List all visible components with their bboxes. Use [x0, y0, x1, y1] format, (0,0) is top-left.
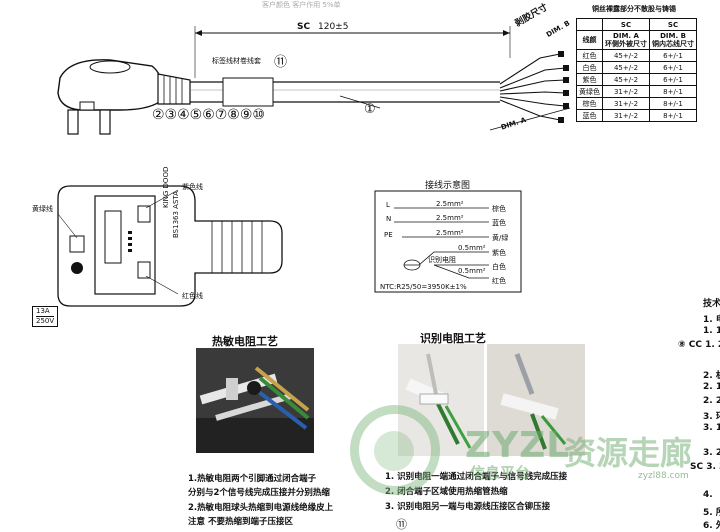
- rating-current: 13A: [36, 307, 50, 315]
- table-cell-a: 45+/-2: [602, 61, 650, 74]
- wire-size-pe: 2.5mm²: [436, 229, 464, 237]
- sleeve-label: 标签线材卷线套: [212, 57, 261, 65]
- table-cell-a: 31+/-2: [602, 97, 650, 110]
- wire-color-brown: 棕色: [492, 205, 506, 213]
- right-column-item: SC 3. 3: [690, 462, 720, 472]
- resistor-note-3: 3. 识别电阻另一端与电源线压接区合铆压接: [385, 502, 551, 512]
- thermistor-note-3: 2.热敏电阻球头热缩到电源线绝缘皮上: [188, 503, 334, 513]
- callout-1: ①: [364, 102, 376, 117]
- wire-color-white: 白色: [492, 263, 506, 271]
- wiring-diagram: [374, 190, 522, 293]
- table-cell-a: 45+/-2: [602, 49, 650, 62]
- wire-color-yellow-green: 黄/绿: [492, 234, 509, 242]
- table-cell-color: 紫色: [576, 73, 603, 86]
- thermistor-title: 热敏电阻工艺: [212, 335, 278, 348]
- table-cell-a: 31+/-2: [602, 109, 650, 122]
- resistor-note-1: 1. 识别电阻一端通过闭合端子与信号线完成压接: [385, 472, 568, 482]
- label-yellow-green-wire: 黄绿线: [32, 205, 53, 213]
- wire-color-blue: 蓝色: [492, 219, 506, 227]
- table-cell-a: 45+/-2: [602, 73, 650, 86]
- wire-color-purple: 紫色: [492, 249, 506, 257]
- wire-size-sensor-1: 0.5mm²: [458, 244, 486, 252]
- table-header-sc-b: SC: [649, 18, 697, 31]
- sensor-label: 识别电阻: [428, 256, 456, 264]
- table-cell-color: 黄绿色: [576, 85, 603, 98]
- watermark-cn-sub: 信息平台: [470, 464, 531, 482]
- right-column-item: 1. 1: [703, 326, 720, 336]
- wire-size-n: 2.5mm²: [436, 214, 464, 222]
- watermark-logo-core: [374, 431, 414, 471]
- right-column-item: 3. 1: [703, 423, 720, 433]
- faded-header-text: 客户颜色 客户作用 5%单: [262, 1, 341, 9]
- label-purple-wire: 紫色线: [182, 183, 203, 191]
- terminal-n: N: [386, 215, 392, 223]
- thermistor-note-4: 注意 不要热缩到端子压接区: [188, 517, 293, 527]
- right-column-item: 2. 1: [703, 382, 720, 392]
- table-cell-color: 棕色: [576, 97, 603, 110]
- right-column-item: 4.: [703, 490, 713, 500]
- terminal-pe: PE: [384, 231, 393, 239]
- right-column-item: 1. 电: [703, 315, 720, 325]
- right-column-item: 6. 外: [703, 521, 720, 531]
- table-header-sc-a: SC: [602, 18, 650, 31]
- thermistor-photo: [196, 348, 314, 453]
- plug-side-drawing: [57, 26, 571, 135]
- thermistor-note-2: 分别与2个信号线完成压接并分别热缩: [188, 488, 330, 498]
- right-column-item: 3. 2: [703, 448, 720, 458]
- wire-size-sensor-2: 0.5mm²: [458, 267, 486, 275]
- dim-sc-label: SC: [297, 22, 311, 32]
- right-column-item: 2. 机: [703, 371, 720, 381]
- table-cell-b: 6+/-1: [649, 73, 697, 86]
- rating-voltage: 250V: [36, 316, 55, 325]
- table-cell-color: 红色: [576, 49, 603, 62]
- table-cell-b: 6+/-1: [649, 61, 697, 74]
- table-cell-b: 8+/-1: [649, 85, 697, 98]
- mould-text-2: BS1363 ASTA: [172, 191, 180, 238]
- table-cell-color: 蓝色: [576, 109, 603, 122]
- table-cell-b: 8+/-1: [649, 97, 697, 110]
- watermark-logo-ring: [350, 405, 440, 495]
- right-column-item: ⑧ CC 1. 2: [678, 340, 720, 350]
- table-cell-color: 白色: [576, 61, 603, 74]
- top-right-note: 铜丝裸露部分不散股与铸锡: [592, 5, 676, 13]
- resistor-title: 识别电阻工艺: [420, 332, 486, 345]
- dim-sc-value: 120±5: [318, 22, 349, 32]
- wire-color-red: 红色: [492, 277, 506, 285]
- rating-box: 13A 250V: [32, 306, 59, 327]
- right-column-item: 3. 环: [703, 412, 720, 422]
- table-cell-b: 6+/-1: [649, 49, 697, 62]
- watermark-latin: ZYZL: [465, 425, 571, 466]
- wiring-title: 接线示意图: [425, 181, 471, 191]
- callout-11: ⑪: [274, 55, 288, 70]
- callouts-row: ②③④⑤⑥⑦⑧⑨⑩: [152, 107, 265, 123]
- label-red-wire: 红色线: [182, 292, 203, 300]
- table-row-header: 线颜: [576, 30, 603, 50]
- resistor-photo-2: [487, 344, 585, 456]
- plug-face-drawing: [57, 185, 283, 307]
- mould-text-1: KING DOOD: [162, 166, 170, 208]
- watermark-cn-main: 资源走廊: [564, 434, 693, 472]
- footer-callout: ⑪: [396, 518, 407, 531]
- right-column-item: 5. 所: [703, 508, 720, 518]
- terminal-l: L: [386, 201, 390, 209]
- table-cell-a: 31+/-2: [602, 85, 650, 98]
- right-column-item: 2. 2: [703, 396, 720, 406]
- watermark-url: zyzl88.com: [638, 471, 689, 481]
- thermistor-note-1: 1.热敏电阻两个引脚通过闭合端子: [188, 474, 317, 484]
- wire-size-l: 2.5mm²: [436, 200, 464, 208]
- right-column-item: 技术: [703, 299, 720, 309]
- ntc-label: NTC:R25/50=3950K±1%: [380, 283, 467, 291]
- table-cell-b: 8+/-1: [649, 109, 697, 122]
- resistor-note-2: 2. 闭合端子区域使用热缩管热缩: [385, 487, 508, 497]
